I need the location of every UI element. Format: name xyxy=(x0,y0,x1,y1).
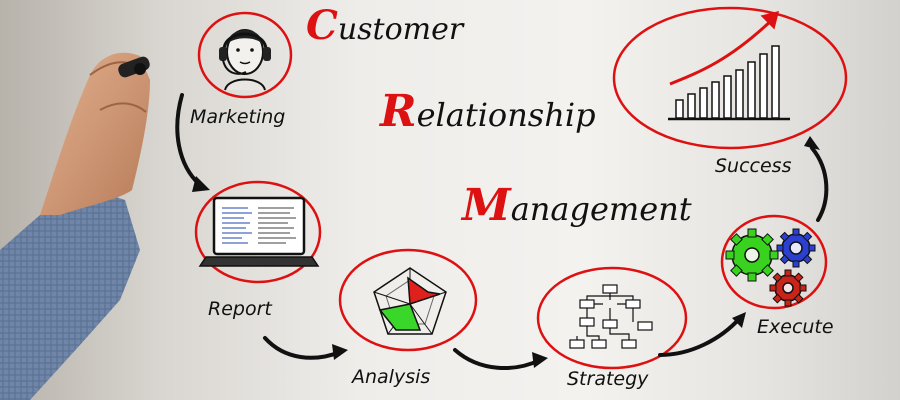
laptop-icon xyxy=(198,196,320,267)
title-r-letter: R xyxy=(380,86,417,137)
execute-circle xyxy=(720,214,828,310)
hand xyxy=(40,52,150,216)
title-relationship: Relationship xyxy=(380,86,596,137)
strategy-circle xyxy=(536,266,688,370)
flowchart-icon xyxy=(569,284,653,349)
label-strategy: Strategy xyxy=(567,368,649,390)
arrow-execute-to-success xyxy=(810,146,829,222)
headset-person-icon xyxy=(219,29,271,91)
title-customer-rest: ustomer xyxy=(337,12,464,47)
report-circle xyxy=(194,180,322,284)
marker-pen xyxy=(118,56,150,78)
arrow-report-to-analysis xyxy=(263,336,342,360)
title-management: Management xyxy=(462,180,692,231)
label-marketing: Marketing xyxy=(190,106,286,128)
arrow-heads xyxy=(192,136,820,368)
flow-arrows xyxy=(175,93,829,370)
analysis-circle xyxy=(338,248,478,352)
arrow-marketing-to-report xyxy=(175,93,202,187)
label-success: Success xyxy=(715,155,792,177)
title-c-letter: C xyxy=(306,2,338,49)
title-management-rest: anagement xyxy=(510,190,692,228)
marketing-circle xyxy=(197,11,293,99)
label-execute: Execute xyxy=(757,316,834,338)
label-analysis: Analysis xyxy=(352,366,431,388)
label-report: Report xyxy=(208,298,272,320)
success-circle xyxy=(612,6,848,150)
gears-icon xyxy=(725,228,816,307)
arrow-strategy-to-execute xyxy=(658,316,742,357)
growth-bar-chart-icon xyxy=(668,10,790,121)
title-m-letter: M xyxy=(462,180,511,231)
radar-chart-icon xyxy=(373,267,447,335)
shirt-sleeve xyxy=(0,190,140,400)
title-customer: Customer xyxy=(306,2,463,49)
arrow-analysis-to-strategy xyxy=(453,348,542,370)
title-relationship-rest: elationship xyxy=(416,96,596,134)
